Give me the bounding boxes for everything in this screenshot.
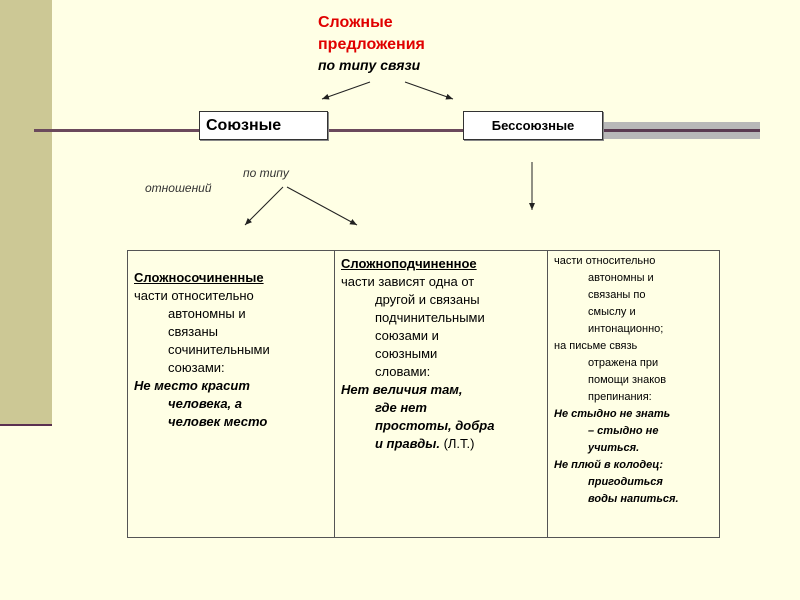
text-line: союзами: <box>168 360 225 375</box>
text-line: помощи знаков <box>588 374 667 386</box>
box-soyuznye: Союзные <box>199 111 328 140</box>
text-line: союзами и <box>375 328 439 343</box>
text-line: автономны и <box>168 306 246 321</box>
example-line: человек место <box>168 414 268 429</box>
title-line: Сложные <box>318 14 393 31</box>
example-line: человека, а <box>168 396 243 411</box>
heading: Сложносочиненные <box>134 270 264 285</box>
example-line: учиться. <box>588 442 640 454</box>
box-bessoyuznye: Бессоюзные <box>463 111 603 140</box>
box-label: Бессоюзные <box>491 118 575 133</box>
divider <box>0 424 52 426</box>
arrow-icon <box>244 186 284 226</box>
col-complex: Сложноподчиненное части зависят одна от … <box>334 250 548 538</box>
text-line: препинания: <box>588 391 652 403</box>
text-line: другой и связаны <box>375 292 480 307</box>
text-line: части зависят одна от <box>341 274 475 289</box>
comparison-table: Сложносочиненные части относительно авто… <box>127 250 720 538</box>
horizontal-line-right <box>603 129 760 132</box>
text-line: сочинительными <box>168 342 270 357</box>
example-line: Нет величия там, <box>341 382 463 397</box>
text-line: связаны по <box>588 289 646 301</box>
text-line: подчинительными <box>375 310 485 325</box>
text-line: словами: <box>375 364 431 379</box>
example-line: воды напиться. <box>588 493 679 505</box>
relation-label-2: отношений <box>145 181 212 195</box>
slide-title: Сложные предложения <box>318 12 425 56</box>
title-line: предложения <box>318 36 425 53</box>
text-line: смыслу и <box>588 306 636 318</box>
author: (Л.Т.) <box>439 436 475 451</box>
col-asyndetic: части относительно автономны и связаны п… <box>547 250 720 538</box>
example-line: Не стыдно не знать <box>554 408 671 420</box>
horizontal-line <box>34 129 760 132</box>
example-line: – стыдно не <box>588 425 659 437</box>
text-line: части относительно <box>554 255 656 267</box>
text-line: отражена при <box>588 357 659 369</box>
example-line: где нет <box>375 400 427 415</box>
example-line: простоты, добра <box>375 418 495 433</box>
col-compound: Сложносочиненные части относительно авто… <box>127 250 335 538</box>
box-label: Союзные <box>206 116 282 134</box>
example-line: пригодиться <box>588 476 663 488</box>
decorative-side-strip <box>0 0 52 425</box>
relation-label-1: по типу <box>243 166 289 180</box>
example-line: Не плюй в колодец: <box>554 459 664 471</box>
text-line: части относительно <box>134 288 254 303</box>
text-line: союзными <box>375 346 438 361</box>
heading: Сложноподчиненное <box>341 256 477 271</box>
text-line: на письме связь <box>554 340 638 352</box>
arrow-icon <box>404 81 454 100</box>
text-line: интонационно; <box>588 323 664 335</box>
text-line: связаны <box>168 324 219 339</box>
example-line: и правды. <box>375 436 440 451</box>
text-line: автономны и <box>588 272 654 284</box>
subtitle: по типу связи <box>318 57 421 73</box>
arrow-icon <box>286 186 358 226</box>
arrow-icon <box>321 81 371 100</box>
example-line: Не место красит <box>134 378 250 393</box>
